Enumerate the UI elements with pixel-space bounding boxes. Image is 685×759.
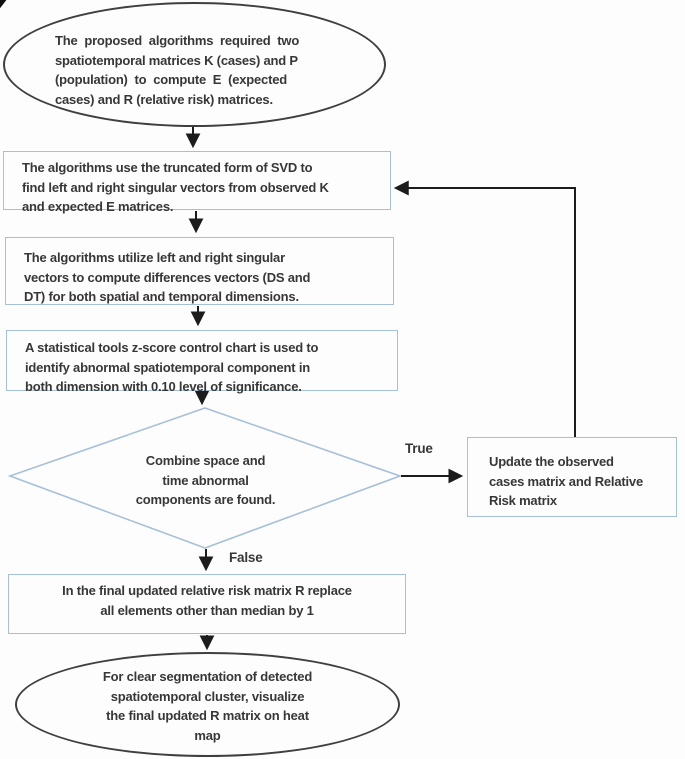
- end-terminator: [15, 652, 400, 757]
- decision-diamond-text: Combine space and time abnormal componen…: [135, 453, 276, 507]
- process-replace-median-box: In the final updated relative risk matri…: [8, 574, 406, 634]
- process-difference-vectors-text: The algorithms utilize left and right si…: [24, 250, 311, 304]
- arrow-update-feedback-to-svd: [393, 180, 576, 437]
- start-terminator-text: The proposed algorithms required two spa…: [55, 33, 300, 107]
- process-svd-text: The algorithms use the truncated form of…: [22, 160, 329, 214]
- process-update-matrices-text: Update the observed cases matrix and Rel…: [489, 454, 643, 508]
- process-zscore-text: A statistical tools z-score control char…: [25, 340, 319, 394]
- process-replace-median-text: In the final updated relative risk matri…: [62, 583, 352, 618]
- true-branch-label: True: [405, 441, 433, 456]
- end-terminator-text: For clear segmentation of detected spati…: [102, 669, 313, 743]
- false-branch-label: False: [229, 550, 263, 565]
- decision-diamond-shape: [7, 407, 403, 549]
- process-svd-box: The algorithms use the truncated form of…: [3, 151, 391, 214]
- process-difference-vectors-box: The algorithms utilize left and right si…: [5, 237, 394, 305]
- process-update-matrices-box: Update the observed cases matrix and Rel…: [467, 437, 677, 517]
- process-zscore-box: A statistical tools z-score control char…: [6, 330, 398, 394]
- start-terminator: The proposed algorithms required two spa…: [3, 2, 386, 127]
